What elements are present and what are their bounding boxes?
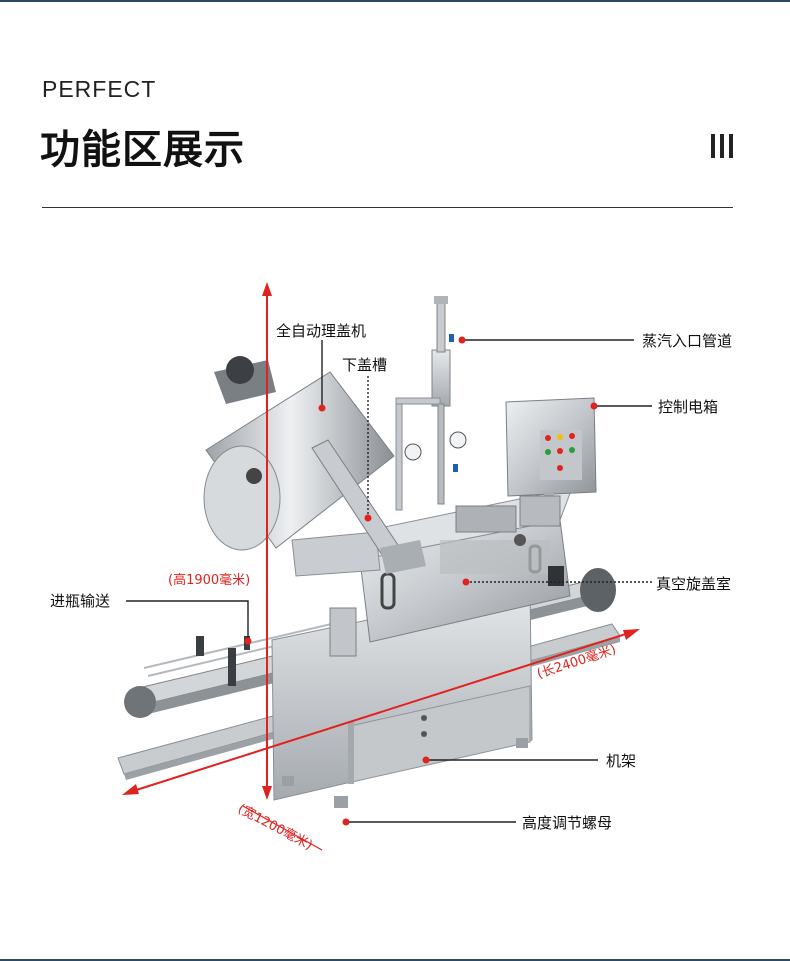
label-vacuum-capping-chamber: 真空旋盖室 bbox=[656, 575, 732, 593]
label-auto-cap-sorter: 全自动理盖机 bbox=[276, 322, 367, 340]
label-machine-frame: 机架 bbox=[606, 752, 637, 770]
cap-chute bbox=[311, 439, 426, 574]
label-bottle-infeed: 进瓶输送 bbox=[50, 592, 111, 610]
dimension-lines bbox=[122, 282, 640, 851]
label-cap-chute: 下盖槽 bbox=[342, 356, 388, 374]
vacuum-chamber-parts bbox=[455, 495, 564, 586]
label-height-adjust-nut: 高度调节螺母 bbox=[522, 814, 613, 832]
steam-pipe-assembly bbox=[395, 296, 467, 511]
dim-height: (高1900毫米) bbox=[168, 573, 251, 588]
label-steam-inlet-pipe: 蒸汽入口管道 bbox=[642, 332, 733, 350]
callout-leaders bbox=[126, 339, 652, 823]
title-divider bbox=[42, 207, 733, 208]
page-title: 功能区展示 bbox=[40, 127, 245, 173]
cap-sorter-bowl bbox=[203, 356, 395, 577]
section-eyebrow: PERFECT bbox=[42, 76, 157, 102]
label-control-box: 控制电箱 bbox=[658, 398, 719, 416]
bottom-border bbox=[0, 959, 790, 961]
menu-bars-icon bbox=[711, 134, 735, 158]
callout-dots bbox=[244, 336, 598, 826]
control-box-art bbox=[505, 397, 597, 520]
infeed-guides bbox=[196, 607, 357, 686]
top-border bbox=[0, 0, 790, 2]
